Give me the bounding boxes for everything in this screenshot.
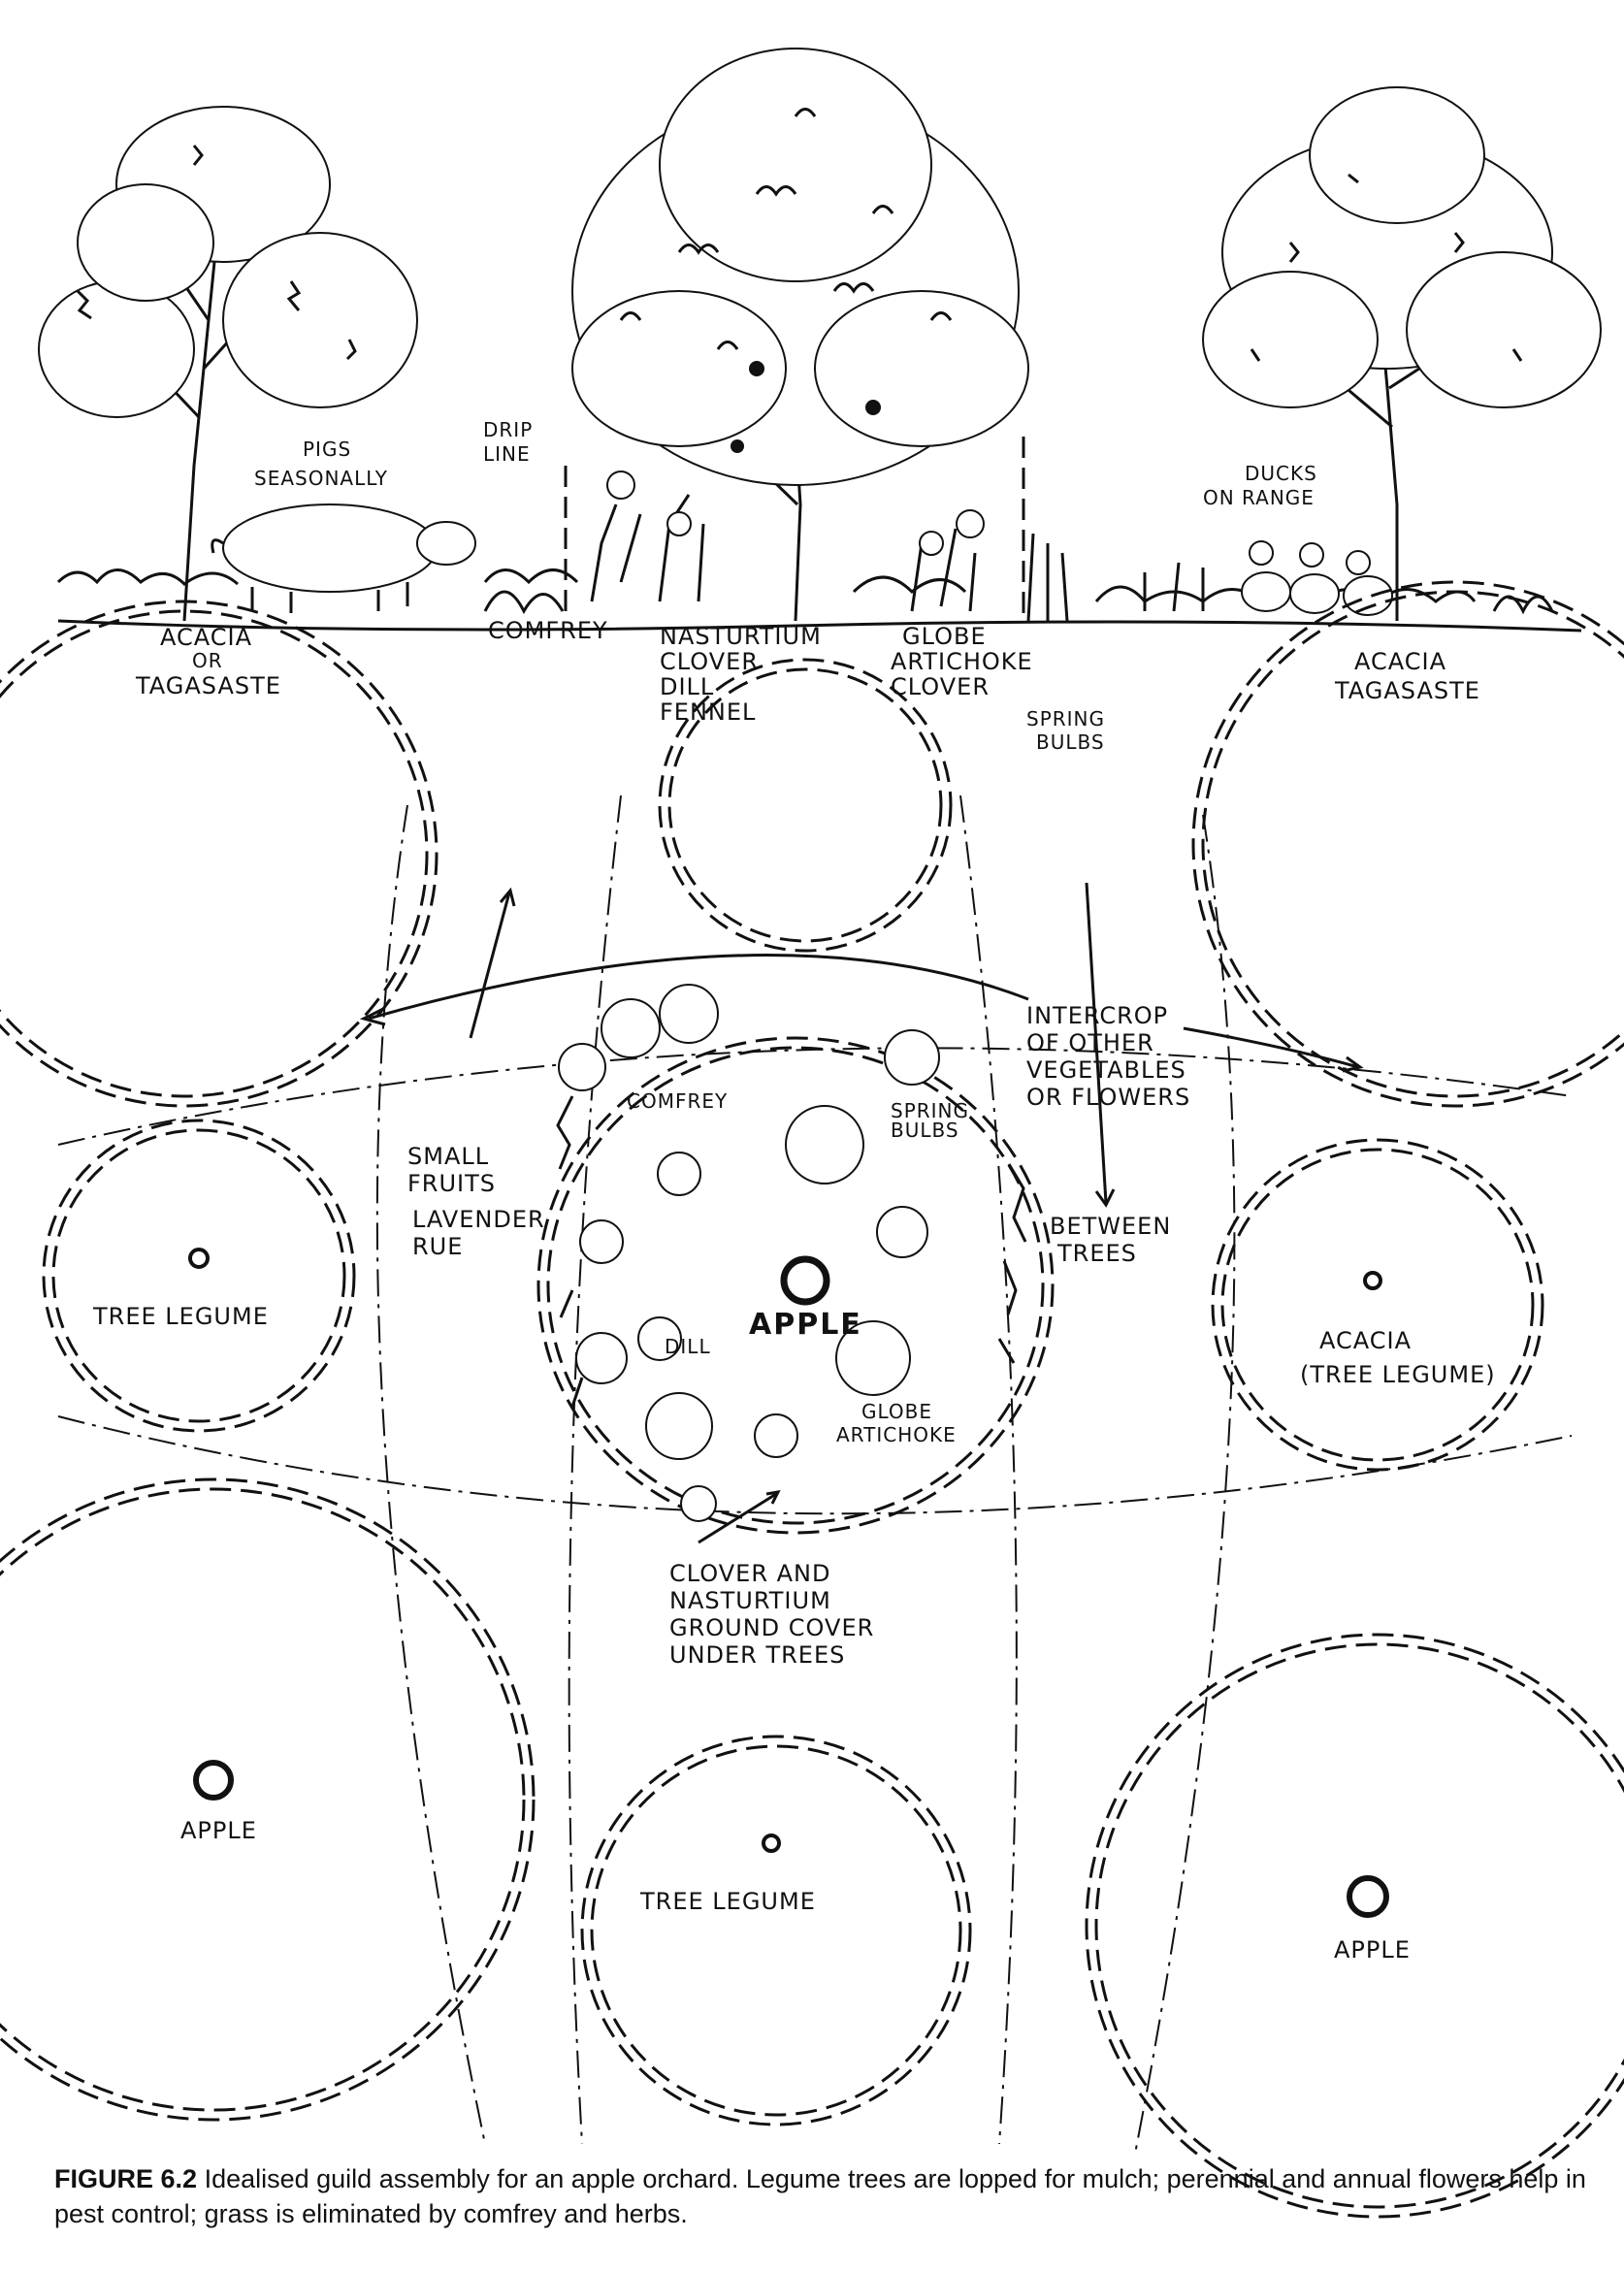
label-elevation-labels-spring_bulbs-1: BULBS	[1036, 730, 1105, 754]
label-plan-labels-between_trees-1: TREES	[1056, 1240, 1137, 1267]
label-elevation-labels-artichoke_group-1: ARTICHOKE	[891, 648, 1033, 675]
figure-caption: FIGURE 6.2 Idealised guild assembly for …	[54, 2161, 1587, 2231]
caption-text: Idealised guild assembly for an apple or…	[54, 2164, 1586, 2228]
pig-illustration	[211, 503, 476, 613]
elevation-view: DRIP LINE PIGS SEASONALLY DUCKS ON RANGE…	[38, 48, 1602, 754]
bottom-left-apple-canopy	[0, 1477, 536, 2122]
intercrop-arrows	[359, 882, 1364, 1544]
svg-text:DUCKS: DUCKS	[1245, 462, 1317, 485]
label-elevation-labels-drip_line-0: DRIP	[483, 418, 533, 441]
plan-view: INTERCROP OF OTHER VEGETABLES OR FLOWERS…	[0, 580, 1624, 2219]
label-elevation-labels-artichoke_group-2: CLOVER	[891, 673, 990, 700]
svg-text:DRIP: DRIP	[483, 418, 533, 441]
guild-plants	[556, 984, 1027, 1522]
trunk-apple-bottom-right	[1347, 1875, 1389, 1918]
understory-plants	[483, 471, 1554, 622]
svg-text:SEASONALLY: SEASONALLY	[254, 467, 388, 490]
label-elevation-labels-acacia_left-2: TAGASASTE	[135, 672, 281, 699]
top-center-canopy	[658, 658, 953, 953]
label-plan-labels-lavender_rue-1: RUE	[412, 1233, 463, 1260]
label-plan-labels-small_fruits-0: SMALL	[407, 1143, 489, 1170]
label-plan-labels-between_trees-0: BETWEEN	[1050, 1213, 1171, 1240]
label-elevation-labels-ducks-1: ON RANGE	[1203, 486, 1315, 509]
label-plan-labels-clover_note-2: GROUND COVER	[669, 1614, 874, 1641]
label-plan-labels-clover_note-0: CLOVER AND	[669, 1560, 830, 1587]
ground-line	[57, 619, 1582, 633]
label-plan-labels-intercrop-0: INTERCROP	[1026, 1002, 1168, 1029]
label-elevation-labels-drip_line-1: LINE	[483, 442, 531, 466]
label-plan-labels-intercrop-3: OR FLOWERS	[1026, 1084, 1190, 1111]
apple-tree-center	[571, 48, 1029, 622]
label-elevation-labels-artichoke_group-0: GLOBE	[902, 623, 987, 650]
label-elevation-labels-nasturtium_group-0: NASTURTIUM	[660, 623, 822, 650]
top-right-canopy	[1191, 580, 1624, 1108]
central-apple-guild-canopy	[536, 1036, 1055, 1535]
label-apple-bottom-left: APPLE	[180, 1817, 257, 1844]
label-elevation-labels-acacia_right-0: ACACIA	[1354, 648, 1446, 675]
bottom-right-apple-canopy	[1085, 1633, 1624, 2219]
svg-text:LINE: LINE	[483, 442, 531, 466]
figure-label: FIGURE 6.2	[54, 2164, 198, 2193]
label-plan-labels-acacia_right-0: ACACIA	[1319, 1327, 1412, 1354]
label-plan-labels-globe_artichoke-1: ARTICHOKE	[836, 1423, 957, 1446]
left-legume-canopy	[42, 1119, 356, 1433]
tree-markers	[188, 1248, 1389, 1918]
label-elevation-labels-nasturtium_group-2: DILL	[660, 673, 714, 700]
label-tree-legume-bottom: TREE LEGUME	[639, 1888, 816, 1915]
label-elevation-labels-acacia_right-1: TAGASASTE	[1334, 677, 1480, 704]
label-apple-bottom-right: APPLE	[1334, 1936, 1411, 1964]
label-plan-labels-clover_note-1: NASTURTIUM	[669, 1587, 831, 1614]
label-elevation-labels-pigs-1: SEASONALLY	[254, 467, 388, 490]
label-plan-labels-intercrop-2: VEGETABLES	[1026, 1056, 1186, 1084]
label-plan-labels-clover_note-3: UNDER TREES	[669, 1641, 845, 1669]
label-plan-labels-dill: DILL	[665, 1335, 711, 1358]
label-apple-center: APPLE	[749, 1308, 862, 1342]
trunk-tree-legume-left	[188, 1248, 210, 1269]
svg-text:ON RANGE: ON RANGE	[1203, 486, 1315, 509]
label-plan-labels-comfrey: COMFREY	[627, 1089, 728, 1113]
trunk-tree-legume-bottom	[762, 1834, 781, 1853]
acacia-tree-left	[38, 106, 418, 622]
label-elevation-labels-pigs-0: PIGS	[303, 438, 351, 461]
intercrop-boundaries	[57, 795, 1573, 2155]
ground-litter	[56, 568, 1477, 603]
label-plan-labels-globe_artichoke-0: GLOBE	[861, 1400, 932, 1423]
trunk-acacia-right	[1363, 1271, 1382, 1290]
bottom-center-legume-canopy	[580, 1735, 972, 2126]
label-plan-labels-lavender_rue-0: LAVENDER	[412, 1206, 545, 1233]
label-plan-labels-acacia_right-1: (TREE LEGUME)	[1300, 1361, 1496, 1388]
label-elevation-labels-nasturtium_group-1: CLOVER	[660, 648, 759, 675]
svg-text:PIGS: PIGS	[303, 438, 351, 461]
label-plan-labels-spring_bulbs-0: SPRING	[891, 1099, 969, 1122]
ducks-illustration	[1241, 540, 1393, 616]
label-plan-labels-small_fruits-1: FRUITS	[407, 1170, 496, 1197]
trunk-apple-bottom-left	[193, 1760, 234, 1801]
label-elevation-labels-ducks-0: DUCKS	[1245, 462, 1317, 485]
label-tree-legume-left: TREE LEGUME	[92, 1303, 269, 1330]
label-plan-labels-intercrop-1: OF OTHER	[1026, 1029, 1154, 1056]
label-comfrey-elevation: COMFREY	[488, 617, 608, 644]
label-acacia-left: ACACIA	[160, 624, 252, 651]
label-elevation-labels-spring_bulbs-0: SPRING	[1026, 707, 1105, 730]
label-plan-labels-spring_bulbs-1: BULBS	[891, 1119, 959, 1142]
right-acacia-canopy	[1211, 1138, 1544, 1472]
label-elevation-labels-acacia_left-1: OR	[192, 649, 223, 672]
acacia-tree-right	[1202, 86, 1602, 621]
top-left-canopy	[0, 600, 438, 1108]
